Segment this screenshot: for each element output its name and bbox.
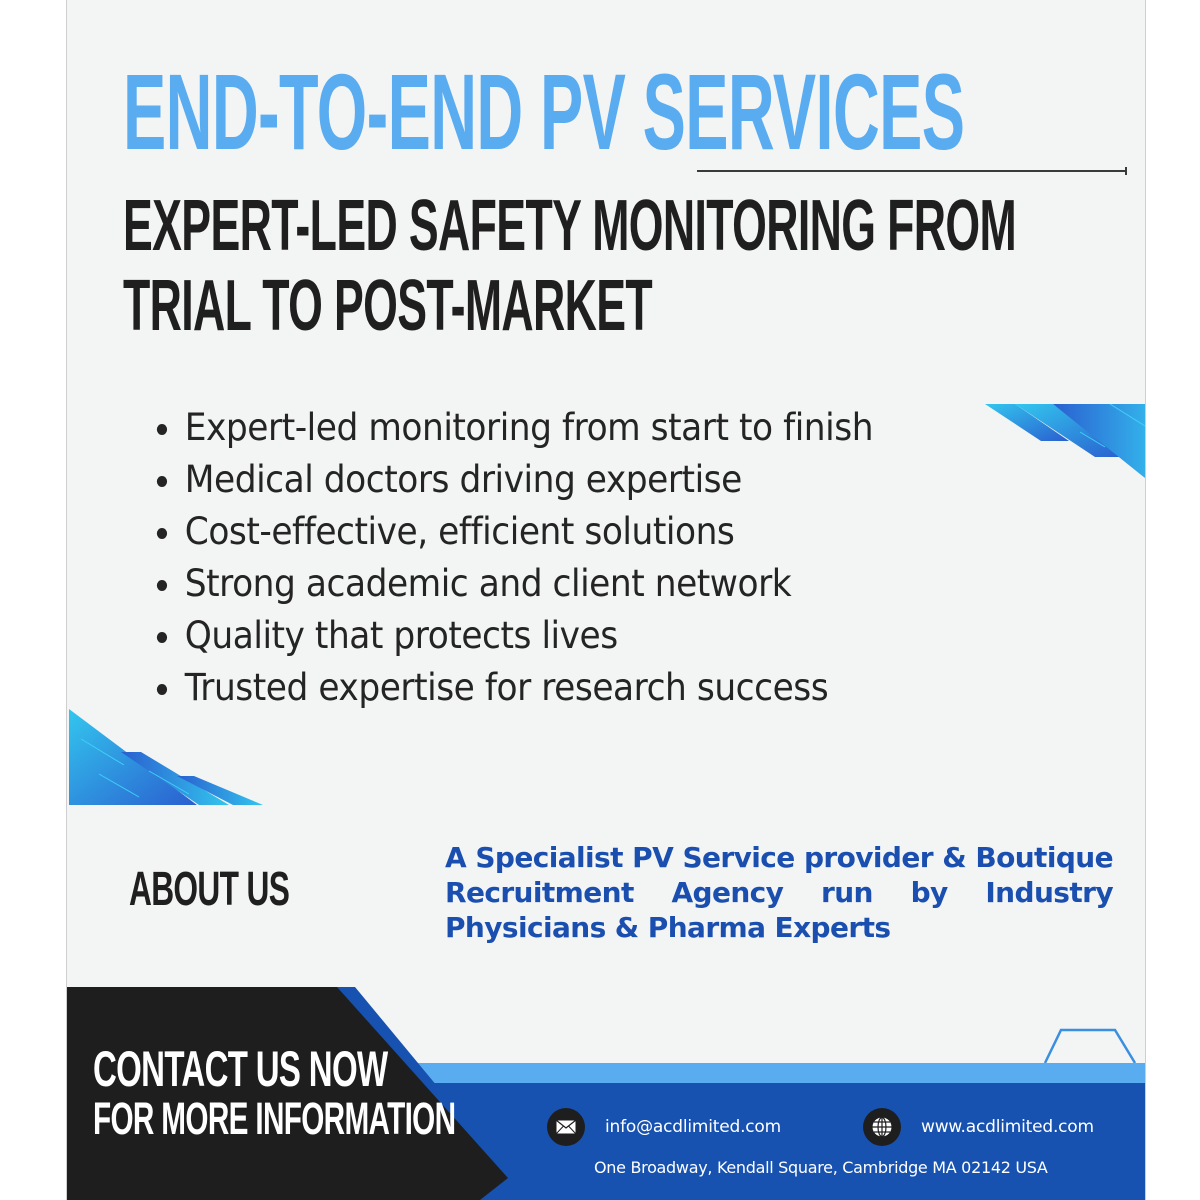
feature-item: Medical doctors driving expertise: [155, 454, 873, 506]
feature-item: Expert-led monitoring from start to fini…: [155, 402, 874, 454]
feature-item: Strong academic and client network: [155, 558, 873, 610]
contact-subtitle: FOR MORE INFORMATION: [93, 1093, 456, 1144]
feature-item: Quality that protects lives: [155, 610, 873, 662]
about-description: A Specialist PV Service provider & Bouti…: [445, 841, 1114, 944]
feature-item: Trusted expertise for research success: [155, 662, 873, 714]
features-list: Expert-led monitoring from start to fini…: [155, 402, 927, 714]
envelope-icon: [547, 1108, 585, 1146]
website-contact[interactable]: www.acdlimited.com: [863, 1108, 1094, 1146]
contact-title: CONTACT US NOW: [93, 1041, 388, 1097]
email-contact[interactable]: info@acdlimited.com: [547, 1108, 781, 1146]
decorative-stripes-left: [69, 709, 263, 805]
page-title: END-TO-END PV SERVICES: [123, 51, 965, 172]
subtitle-line-2: TRIAL TO POST-MARKET: [123, 266, 653, 346]
title-divider: [697, 167, 1127, 175]
flyer-page: END-TO-END PV SERVICES EXPERT-LED SAFETY…: [66, 0, 1146, 1200]
page-subtitle: EXPERT-LED SAFETY MONITORING FROM TRIAL …: [123, 186, 1017, 346]
footer-background: [67, 987, 1145, 1200]
address-text: One Broadway, Kendall Square, Cambridge …: [594, 1158, 1048, 1177]
subtitle-line-1: EXPERT-LED SAFETY MONITORING FROM: [123, 186, 1017, 266]
feature-item: Cost-effective, efficient solutions: [155, 506, 873, 558]
globe-icon: [863, 1108, 901, 1146]
website-link[interactable]: www.acdlimited.com: [921, 1117, 1094, 1137]
email-link[interactable]: info@acdlimited.com: [605, 1117, 781, 1137]
decorative-stripes-top-right: [985, 404, 1145, 478]
about-heading: ABOUT US: [129, 863, 290, 916]
